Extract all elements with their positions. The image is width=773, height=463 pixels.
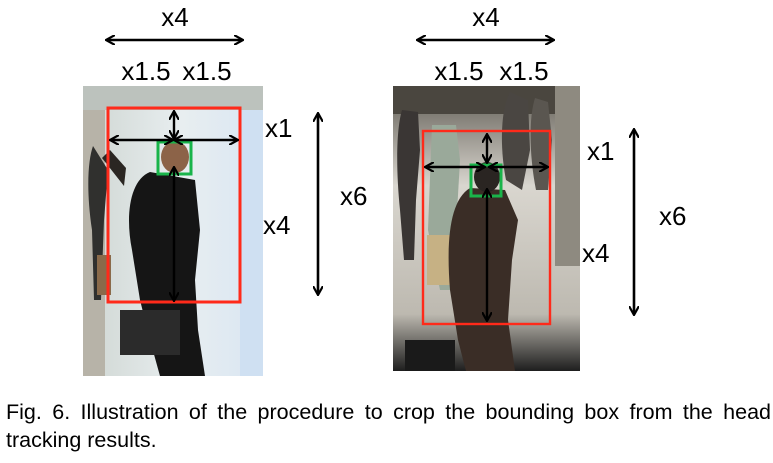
left-total-height-label: x6 (340, 181, 367, 211)
right-panel: x4 x1.5 x1.5 x1 x4 x6 (393, 2, 686, 371)
right-half-width-left-label: x1.5 (434, 56, 483, 86)
left-above-head-label: x1 (265, 113, 292, 143)
left-panel: x4 x1.5 x1.5 x1 x4 x6 (83, 2, 367, 376)
left-bounding-box (106, 106, 242, 304)
left-half-width-right-label: x1.5 (182, 56, 231, 86)
figure-caption: Fig. 6. Illustration of the procedure to… (6, 400, 771, 452)
figure: x4 x1.5 x1.5 x1 x4 x6 (83, 2, 686, 376)
left-half-width-left-label: x1.5 (121, 56, 170, 86)
right-top-width-label: x4 (472, 2, 499, 32)
left-top-width-label: x4 (161, 2, 188, 32)
right-half-width-right-label: x1.5 (499, 56, 548, 86)
right-below-head-label: x4 (582, 238, 609, 268)
right-above-head-label: x1 (587, 136, 614, 166)
right-bounding-box (421, 129, 552, 326)
left-below-head-label: x4 (263, 210, 290, 240)
right-total-height-label: x6 (659, 201, 686, 231)
